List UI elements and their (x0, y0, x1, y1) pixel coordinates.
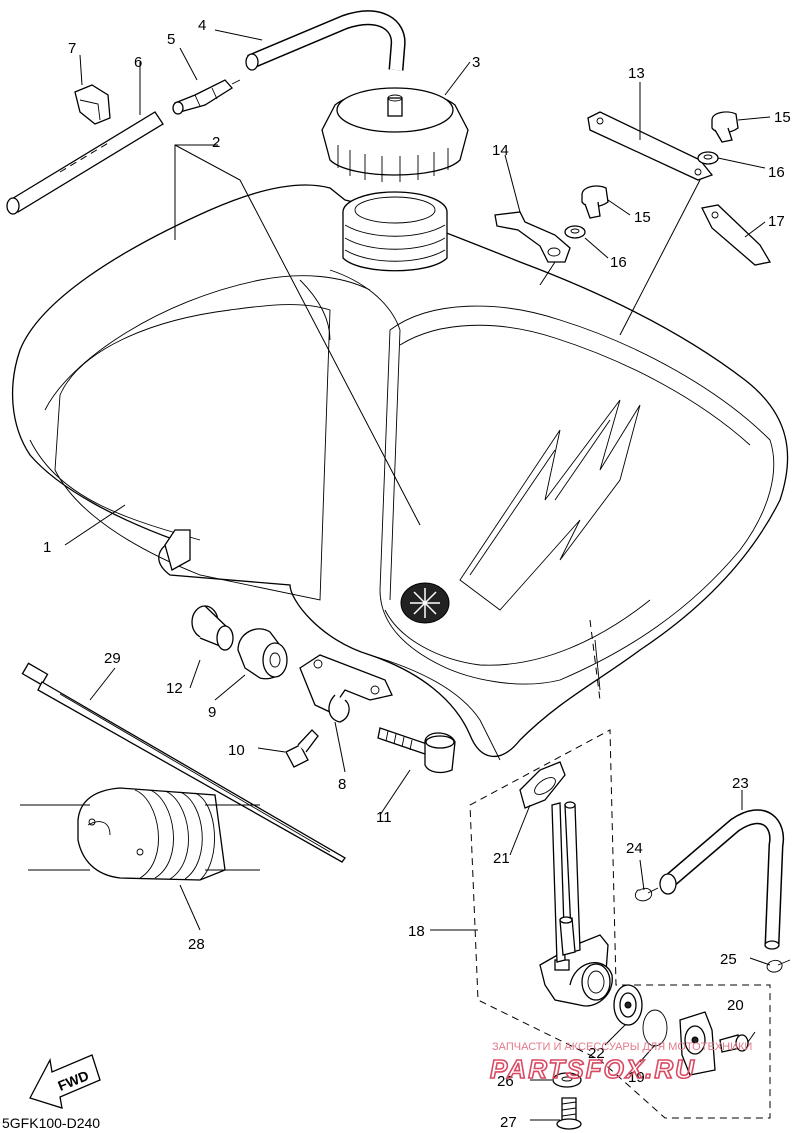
callout-3: 3 (472, 54, 480, 71)
callout-28: 28 (188, 936, 205, 953)
fuel-tank (12, 184, 789, 761)
screw-20 (719, 1034, 749, 1053)
collar-12 (191, 605, 234, 651)
stay-13 (587, 111, 714, 181)
callout-13: 13 (628, 65, 645, 82)
diagram-code: 5GFK100-D240 (2, 1115, 100, 1131)
callout-16a: 16 (768, 164, 785, 181)
clip-24 (634, 887, 659, 902)
bolt-27 (556, 1097, 582, 1130)
gasket-22 (613, 984, 643, 1026)
lever-plate (679, 1011, 716, 1076)
bolt-15-upper (711, 111, 739, 143)
washer-26 (552, 1072, 582, 1088)
hose-6 (6, 111, 164, 215)
callout-24: 24 (626, 840, 643, 857)
callout-27: 27 (500, 1114, 517, 1131)
callout-2: 2 (212, 134, 220, 151)
callout-26: 26 (497, 1073, 514, 1090)
callout-15a: 15 (774, 109, 791, 126)
fwd-arrow: FWD (29, 1054, 101, 1109)
watermark-brand: PARTSFOX.RU (490, 1054, 696, 1084)
callout-20: 20 (727, 997, 744, 1014)
bolt-10 (285, 729, 319, 768)
callout-29: 29 (104, 650, 121, 667)
hose-joint (172, 79, 241, 115)
callout-7: 7 (68, 40, 76, 57)
callout-19: 19 (628, 1069, 645, 1086)
callout-14: 14 (492, 142, 509, 159)
yamaha-emblem (400, 582, 450, 624)
bracket-8 (299, 654, 393, 723)
callout-16b: 16 (610, 254, 627, 271)
callout-25: 25 (720, 951, 737, 968)
clip-7 (74, 84, 111, 125)
washer-16-lower (564, 225, 586, 239)
callout-11: 11 (376, 809, 392, 826)
callout-18: 18 (408, 923, 425, 940)
protector-28 (77, 787, 226, 881)
callout-15b: 15 (634, 209, 651, 226)
callout-23: 23 (732, 775, 749, 792)
breather-hose (245, 10, 406, 71)
callout-8: 8 (338, 776, 346, 793)
washer-16-upper (697, 151, 719, 165)
watermark-tagline: ЗАПЧАСТИ И АКСЕССУАРЫ ДЛЯ МОТОТЕХНИКИ (492, 1041, 752, 1053)
watermark: ЗАПЧАСТИ И АКСЕССУАРЫ ДЛЯ МОТОТЕХНИКИ PA… (489, 1041, 752, 1085)
fuel-cock (539, 801, 613, 1007)
callout-22: 22 (588, 1045, 605, 1062)
callout-17: 17 (768, 213, 785, 230)
callout-1: 1 (43, 539, 51, 556)
callout-numbers: 1 2 3 4 5 6 7 8 9 10 11 12 13 14 15 15 1… (43, 17, 791, 1131)
callout-4: 4 (198, 17, 206, 34)
gasket-21 (519, 761, 566, 809)
callout-9: 9 (208, 704, 216, 721)
callout-12: 12 (166, 680, 183, 697)
o-ring (642, 1009, 668, 1047)
band-29 (21, 662, 346, 863)
callout-10: 10 (228, 742, 245, 759)
fuel-hose-23 (659, 809, 785, 950)
clip-25 (766, 959, 791, 973)
fuel-cap (321, 87, 469, 182)
damper-9 (237, 628, 288, 680)
callout-5: 5 (167, 31, 175, 48)
bolt-11 (377, 727, 456, 774)
callout-6: 6 (134, 54, 142, 71)
bolt-15-lower (581, 185, 609, 219)
stay-14 (494, 211, 571, 263)
callout-21: 21 (493, 850, 510, 867)
stay-17 (701, 204, 772, 266)
leader-lines (20, 29, 771, 1121)
